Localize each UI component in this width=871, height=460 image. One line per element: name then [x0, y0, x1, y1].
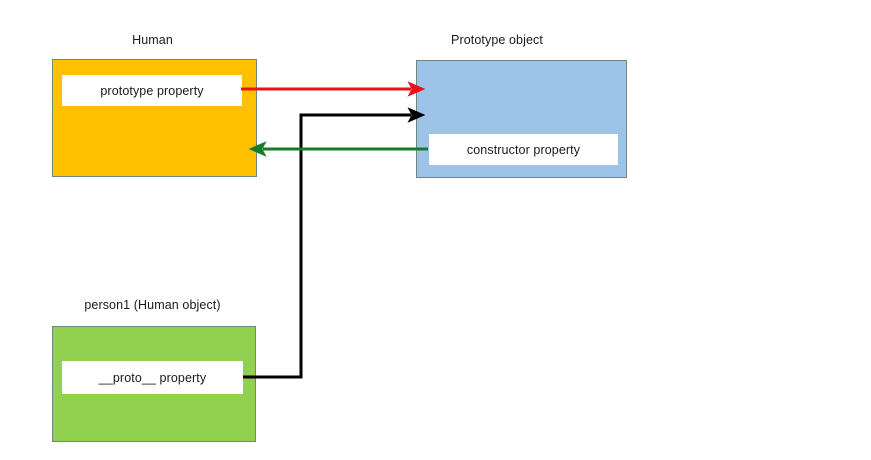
black-arrow-proto-property-to-prototype-object — [243, 107, 426, 379]
property-proto-property[interactable]: __proto__ property — [62, 361, 243, 394]
property-constructor-property[interactable]: constructor property — [429, 134, 618, 165]
property-prototype-property[interactable]: prototype property — [62, 75, 242, 106]
caption-person1: person1 (Human object) — [84, 298, 221, 312]
caption-human: Human — [132, 33, 173, 47]
caption-prototype-object: Prototype object — [451, 33, 543, 47]
